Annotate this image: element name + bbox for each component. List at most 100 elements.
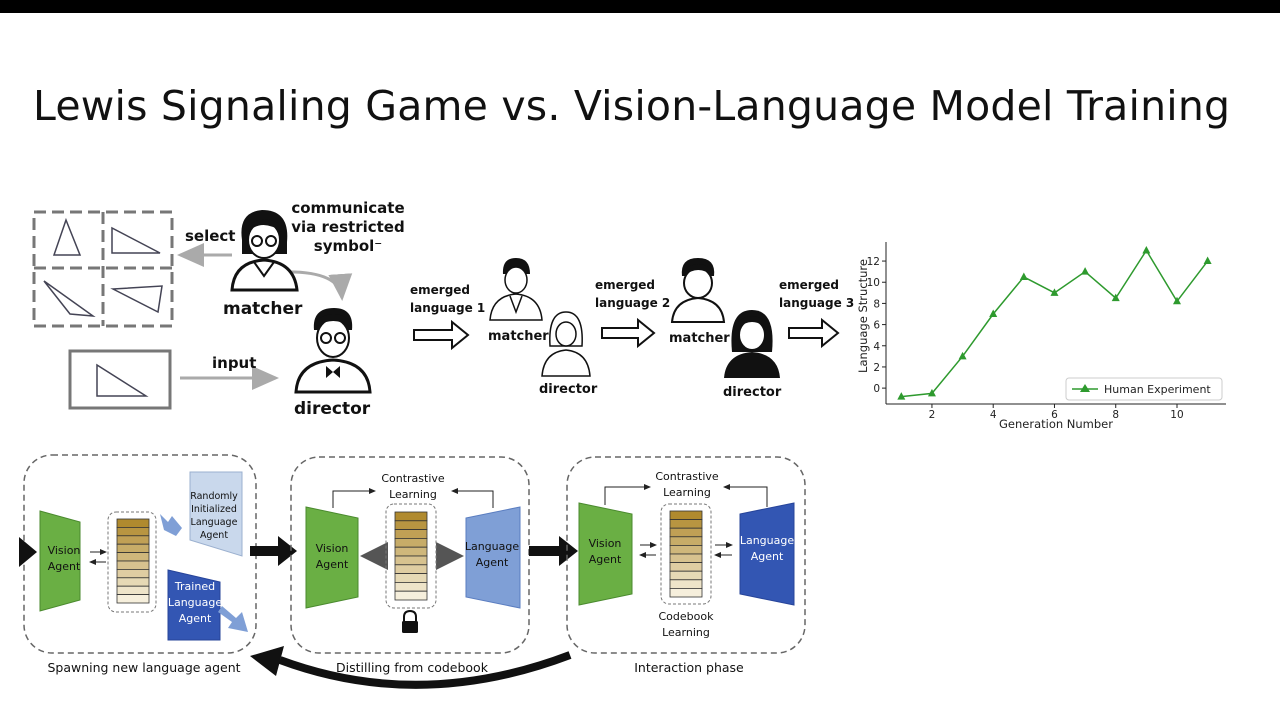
panel1-codebook bbox=[116, 518, 150, 604]
panel-spawning-new-language-agent: Vision Agent Randomly Initialized Langua… bbox=[19, 454, 257, 675]
return-loop-arrowhead bbox=[250, 646, 284, 676]
codebook-entry bbox=[116, 518, 150, 528]
codebook-entry bbox=[394, 555, 428, 566]
data-point-generation-3 bbox=[958, 351, 967, 360]
slide-title: Lewis Signaling Game vs. Vision-Language… bbox=[33, 82, 1231, 130]
codebook-entry bbox=[669, 519, 703, 529]
chart-x-axis-label: Generation Number bbox=[999, 417, 1113, 431]
y-tick-label: 6 bbox=[873, 320, 880, 332]
panel3-language-agent-label-line2: Agent bbox=[751, 550, 784, 563]
emerged-language-3-line1: emerged bbox=[779, 278, 839, 292]
panel3-codebook bbox=[669, 510, 703, 598]
panel1-random-agent-label-line3: Language bbox=[191, 517, 238, 528]
data-point-generation-11 bbox=[1203, 256, 1212, 265]
emerged-language-2-line1: emerged bbox=[595, 278, 655, 292]
codebook-entry bbox=[669, 510, 703, 521]
panel1-vision-agent-label-line2: Agent bbox=[48, 560, 81, 573]
panel3-contrastive-label-line1: Contrastive bbox=[655, 470, 719, 483]
generation-arrow-1 bbox=[413, 319, 470, 351]
matcher-label: matcher bbox=[223, 299, 303, 319]
codebook-entry bbox=[116, 543, 150, 554]
generation2-matcher-label: matcher bbox=[669, 331, 730, 346]
panel1-trained-language-agent bbox=[167, 569, 221, 641]
legend-marker bbox=[1080, 384, 1090, 392]
panel1-random-agent-label-line2: Initialized bbox=[191, 504, 237, 515]
y-tick-label: 8 bbox=[873, 298, 880, 310]
data-point-generation-10 bbox=[1172, 296, 1181, 305]
triangle-shape-3 bbox=[43, 280, 96, 317]
y-tick-label: 12 bbox=[867, 256, 880, 268]
x-tick-label: 6 bbox=[1051, 409, 1058, 421]
data-point-generation-4 bbox=[989, 309, 998, 317]
codebook-entry bbox=[669, 562, 703, 572]
panel1-trained-agent-label-line2: Language bbox=[168, 596, 223, 609]
lewis-game-diagram: select communicate via restricted symbol… bbox=[32, 199, 405, 419]
panel3-codebook-label-line2: Learning bbox=[662, 626, 710, 639]
select-label: select bbox=[185, 227, 235, 245]
codebook-entry bbox=[669, 588, 703, 598]
chart-y-axis-label: Language Structure bbox=[856, 259, 870, 373]
panel1-random-agent-label-line1: Randomly bbox=[190, 491, 238, 502]
data-point-generation-8 bbox=[1111, 293, 1120, 302]
return-loop-arrow bbox=[278, 651, 572, 689]
y-tick-label: 10 bbox=[867, 277, 880, 289]
codebook-entry bbox=[116, 552, 150, 562]
lock-icon bbox=[402, 609, 418, 633]
data-point-generation-5 bbox=[1019, 272, 1028, 280]
y-tick-label: 0 bbox=[873, 383, 880, 395]
top-black-bar bbox=[0, 0, 1280, 13]
communicate-label-line2: via restricted bbox=[291, 218, 404, 236]
panel1-vision-agent bbox=[39, 510, 81, 612]
codebook-entry bbox=[116, 569, 150, 579]
codebook-entry bbox=[669, 527, 703, 538]
codebook-entry bbox=[394, 546, 428, 557]
codebook-entry bbox=[116, 527, 150, 537]
codebook-entry bbox=[394, 511, 428, 522]
codebook-entry bbox=[394, 590, 428, 601]
panel2-to-panel3-arrow bbox=[529, 536, 578, 566]
series-line-human-experiment bbox=[901, 249, 1209, 398]
panel1-random-agent-arrow bbox=[160, 514, 182, 536]
panel2-contrastive-label-line2: Learning bbox=[389, 488, 437, 501]
communicate-label-line3: symbol⁻ bbox=[314, 237, 382, 255]
emerged-language-3-line2: language 3 bbox=[779, 296, 854, 310]
panel-distilling-from-codebook: Contrastive Learning Vision Agent Langua… bbox=[290, 456, 530, 675]
panel1-trained-agent-label-line3: Agent bbox=[179, 612, 212, 625]
codebook-entry bbox=[669, 570, 703, 581]
panel2-language-agent bbox=[465, 506, 521, 609]
legend-entry-human-experiment: Human Experiment bbox=[1104, 383, 1211, 396]
candidate-grid bbox=[32, 210, 174, 328]
panel2-language-agent-label-line1: Language bbox=[465, 540, 520, 553]
data-point-generation-6 bbox=[1050, 288, 1059, 296]
codebook-entry bbox=[394, 538, 428, 548]
panel1-random-agent-label-line4: Agent bbox=[200, 530, 228, 541]
x-tick-label: 8 bbox=[1112, 409, 1119, 421]
codebook-entry bbox=[116, 560, 150, 570]
panel2-vision-agent bbox=[305, 506, 359, 609]
codebook-entry bbox=[116, 535, 150, 545]
communicate-label-line1: communicate bbox=[291, 199, 404, 217]
data-point-generation-1 bbox=[897, 392, 906, 400]
x-tick-label: 4 bbox=[990, 409, 997, 421]
panel2-codebook bbox=[394, 511, 428, 601]
matcher-person-icon bbox=[230, 210, 299, 292]
codebook-entry bbox=[394, 573, 428, 583]
data-point-generation-9 bbox=[1142, 245, 1151, 254]
codebook-entry bbox=[394, 520, 428, 530]
generation2-matcher-icon bbox=[670, 258, 726, 323]
y-tick-label: 4 bbox=[873, 341, 880, 353]
vlm-training-diagram: Vision Agent Randomly Initialized Langua… bbox=[19, 454, 806, 689]
director-person-icon bbox=[294, 308, 372, 394]
data-point-generation-7 bbox=[1081, 267, 1090, 275]
generation1-matcher-label: matcher bbox=[488, 329, 549, 344]
panel3-vision-agent-label-line1: Vision bbox=[589, 537, 622, 550]
chart-legend: Human Experiment bbox=[1065, 377, 1223, 401]
panel1-caption: Spawning new language agent bbox=[47, 660, 240, 675]
panel1-vision-agent-label-line1: Vision bbox=[48, 544, 81, 557]
codebook-entry bbox=[116, 594, 150, 604]
generation1-matcher-icon bbox=[489, 258, 543, 321]
panel1-to-panel2-arrow bbox=[250, 536, 297, 566]
codebook-entry bbox=[394, 529, 428, 539]
